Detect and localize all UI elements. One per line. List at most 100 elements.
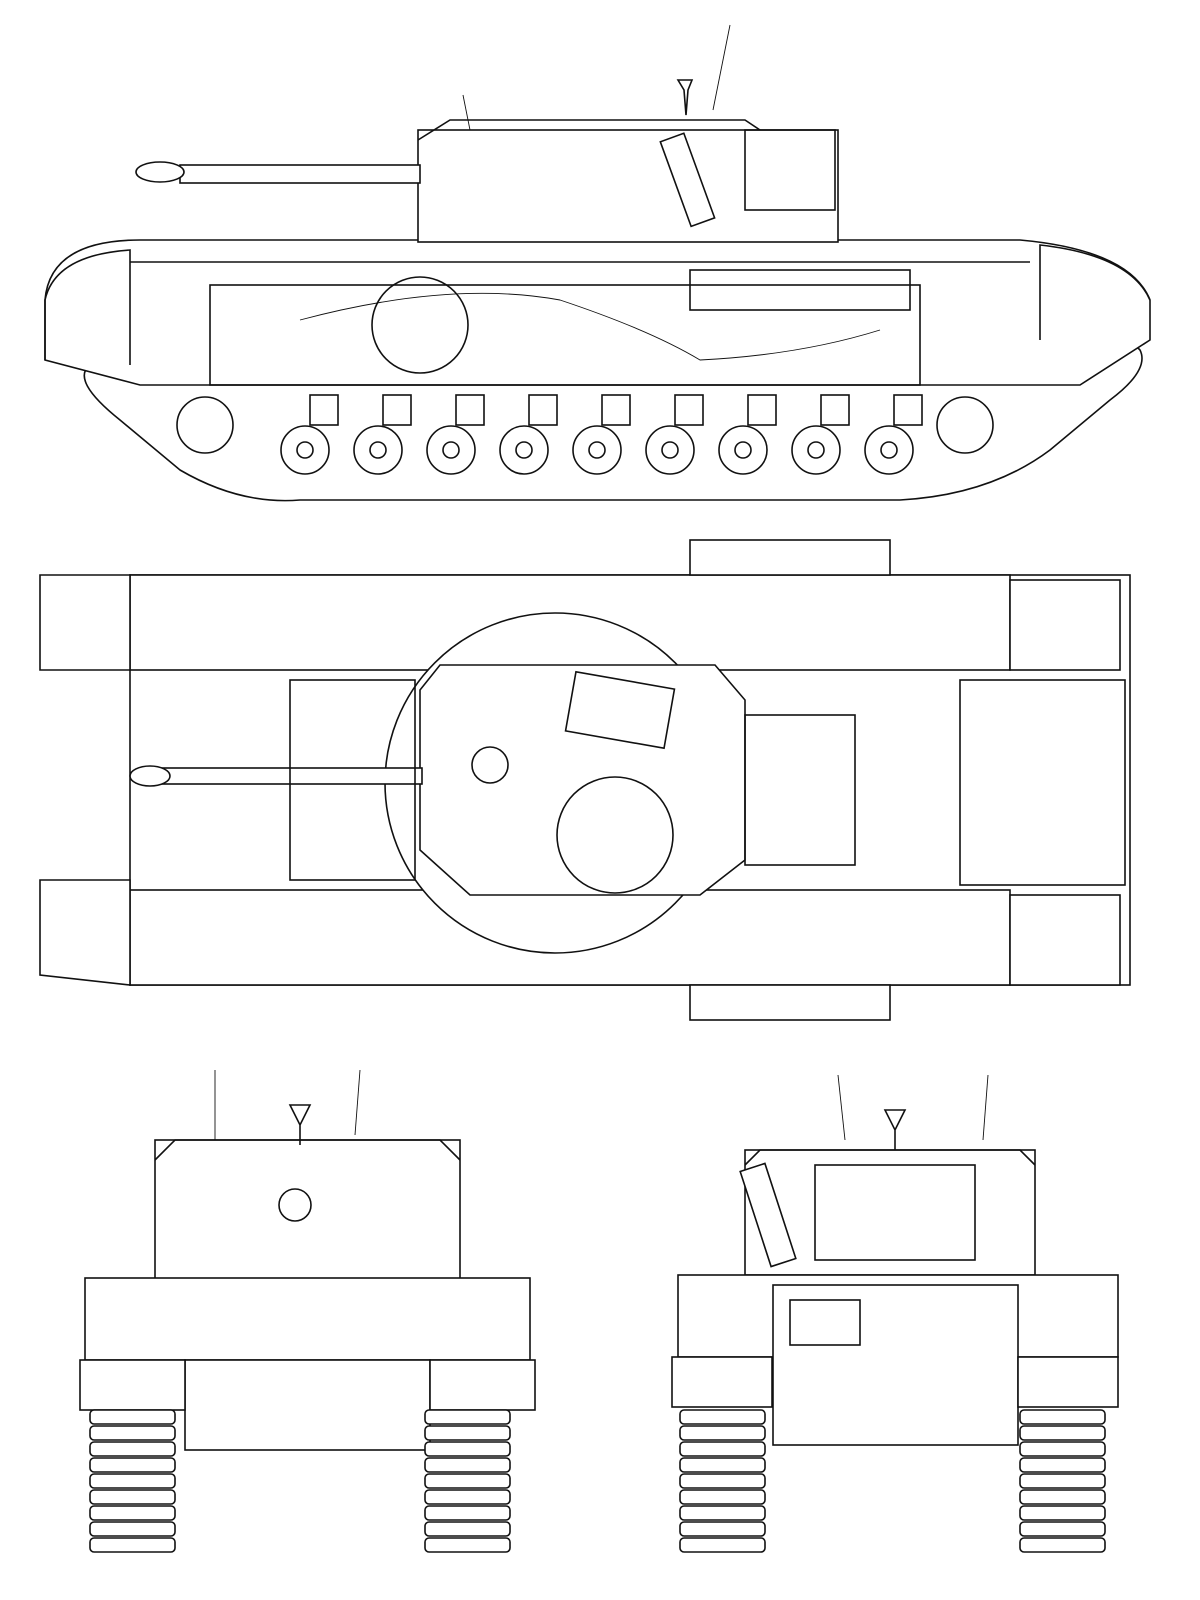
track-link (1019, 1425, 1106, 1441)
track-link (424, 1505, 511, 1521)
top-muzzle (129, 765, 171, 787)
top-commander-cupola (556, 776, 674, 894)
front-gun-mantlet (278, 1188, 312, 1222)
top-view (39, 539, 1131, 1021)
road-wheel-hub (296, 441, 314, 459)
suspension-spring (674, 394, 704, 426)
top-engine-deck (744, 714, 856, 866)
road-wheel-hub (588, 441, 606, 459)
side-road-wheels (176, 394, 994, 475)
track-link (1019, 1473, 1106, 1489)
top-rear-deck (959, 679, 1126, 886)
road-wheel-hub (880, 441, 898, 459)
suspension-spring (747, 394, 777, 426)
road-wheel-hub (661, 441, 679, 459)
rear-left-pannier (671, 1356, 773, 1408)
suspension-spring (893, 394, 923, 426)
track-link (424, 1409, 511, 1425)
top-loader-hatch (564, 670, 676, 750)
track-link (89, 1505, 176, 1521)
track-link (679, 1457, 766, 1473)
suspension-spring (601, 394, 631, 426)
side-gun-barrel (179, 164, 421, 184)
side-bustle (744, 129, 836, 211)
top-lower-guard-box (689, 984, 891, 1021)
track-link (89, 1473, 176, 1489)
road-wheel-hub (807, 441, 825, 459)
track-link (679, 1409, 766, 1425)
front-left-pannier (79, 1359, 186, 1411)
track-link (679, 1521, 766, 1537)
rear-tracks (679, 1409, 1106, 1553)
track-link (679, 1537, 766, 1553)
front-tracks (89, 1409, 511, 1553)
suspension-spring (382, 394, 412, 426)
front-hull (84, 1277, 531, 1361)
rear-hatch (789, 1299, 861, 1346)
track-link (424, 1457, 511, 1473)
road-wheel (426, 425, 476, 475)
top-rear-horn-upper (1009, 579, 1121, 671)
road-wheel-hub (369, 441, 387, 459)
track-link (679, 1489, 766, 1505)
side-view (44, 24, 1151, 502)
road-wheel-hub (734, 441, 752, 459)
rear-right-pannier (1017, 1356, 1119, 1408)
track-link (679, 1505, 766, 1521)
rear-bustle-box (814, 1164, 976, 1261)
track-link (424, 1521, 511, 1537)
road-wheel (864, 425, 914, 475)
suspension-spring (455, 394, 485, 426)
road-wheel (791, 425, 841, 475)
side-escape-hatch (371, 276, 469, 374)
track-link (679, 1473, 766, 1489)
side-muzzle (135, 161, 185, 183)
track-link (424, 1473, 511, 1489)
track-link (89, 1489, 176, 1505)
track-link (1019, 1441, 1106, 1457)
road-wheel (499, 425, 549, 475)
top-vent (471, 746, 509, 784)
suspension-spring (820, 394, 850, 426)
track-link (424, 1489, 511, 1505)
track-link (89, 1425, 176, 1441)
track-link (1019, 1457, 1106, 1473)
road-wheel (280, 425, 330, 475)
side-track-guard-box (689, 269, 911, 311)
track-link (1019, 1537, 1106, 1553)
top-front-horn-lower (39, 879, 131, 986)
road-wheel (645, 425, 695, 475)
top-front-horn-upper (39, 574, 131, 671)
side-antenna-rear (712, 24, 731, 111)
top-upper-guard-box (689, 539, 891, 576)
rear-periscope (883, 1109, 907, 1150)
track-link (424, 1425, 511, 1441)
top-driver-hatches (289, 679, 416, 881)
rear-turret-roof (744, 1149, 1036, 1166)
top-rear-horn-lower (1009, 894, 1121, 986)
side-smoke-mortar (659, 132, 716, 228)
front-idler-wheel (176, 396, 234, 454)
front-right-pannier (429, 1359, 536, 1411)
front-nose-plate (184, 1359, 431, 1451)
front-turret-roof (154, 1139, 461, 1161)
track-link (89, 1537, 176, 1553)
track-link (1019, 1505, 1106, 1521)
track-link (424, 1441, 511, 1457)
track-link (89, 1457, 176, 1473)
road-wheel (353, 425, 403, 475)
track-link (679, 1441, 766, 1457)
road-wheel-hub (515, 441, 533, 459)
suspension-spring (309, 394, 339, 426)
top-gun-barrel (159, 767, 423, 785)
track-link (89, 1521, 176, 1537)
road-wheel (718, 425, 768, 475)
rear-smoke-mortar (739, 1162, 797, 1268)
rear-sprocket-wheel (936, 396, 994, 454)
rear-plate (772, 1284, 1019, 1446)
rear-antenna-right (982, 1074, 989, 1141)
track-link (1019, 1489, 1106, 1505)
side-turret-roof (417, 119, 761, 141)
road-wheel-hub (442, 441, 460, 459)
